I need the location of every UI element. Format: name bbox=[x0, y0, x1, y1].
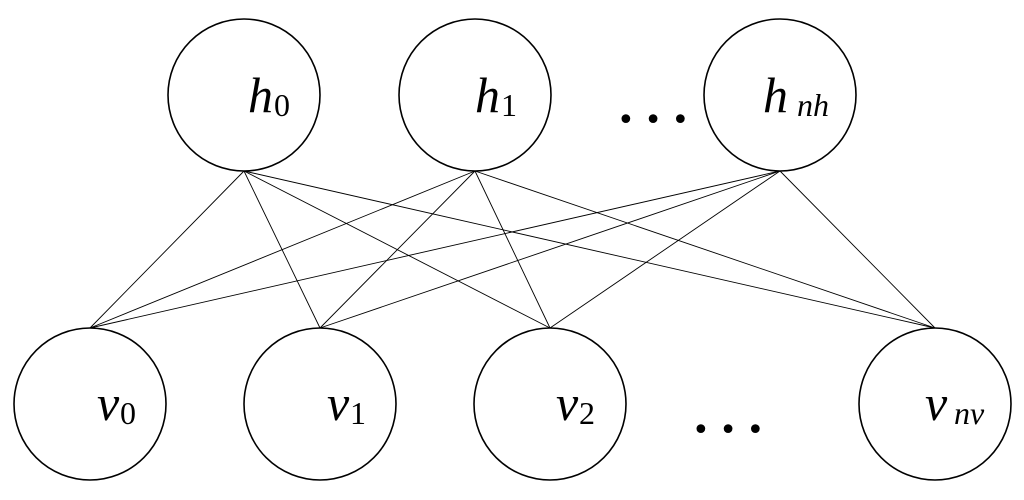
h0-letter: h bbox=[248, 67, 273, 123]
visible-node-vnv: v nv bbox=[858, 327, 1012, 481]
h1-subscript: 1 bbox=[501, 87, 517, 123]
edge-h0-vnv bbox=[243, 170, 936, 329]
v0-letter: v bbox=[97, 375, 120, 431]
visible-node-v1: v 1 bbox=[243, 327, 397, 481]
hidden-node-hnh: h nh bbox=[703, 18, 857, 172]
visible-node-v0: v 0 bbox=[13, 327, 167, 481]
edge-hnh-v0 bbox=[89, 170, 781, 329]
v1-letter: v bbox=[327, 375, 350, 431]
hidden-node-h0: h 0 bbox=[167, 18, 321, 172]
edge-h1-v1 bbox=[319, 170, 476, 329]
hidden-node-h1: h 1 bbox=[398, 18, 552, 172]
edge-h0-v0 bbox=[89, 170, 245, 329]
h1-letter: h bbox=[475, 67, 500, 123]
connections bbox=[89, 170, 936, 329]
hidden-ellipsis: • • • bbox=[617, 103, 689, 138]
v1-subscript: 1 bbox=[350, 395, 366, 431]
vnv-subscript: nv bbox=[954, 395, 985, 431]
edge-h1-vnv bbox=[474, 170, 936, 329]
h0-subscript: 0 bbox=[274, 87, 290, 123]
v0-subscript: 0 bbox=[120, 395, 136, 431]
edge-h1-v2 bbox=[474, 170, 551, 329]
edge-hnh-v1 bbox=[319, 170, 781, 329]
edge-hnh-vnv bbox=[779, 170, 936, 329]
v2-letter: v bbox=[556, 375, 579, 431]
hnh-letter: h bbox=[763, 67, 788, 123]
edge-h1-v0 bbox=[89, 170, 476, 329]
hnh-subscript: nh bbox=[797, 87, 829, 123]
v2-subscript: 2 bbox=[579, 395, 595, 431]
edge-hnh-v2 bbox=[549, 170, 781, 329]
vnv-letter: v bbox=[925, 375, 948, 431]
visible-node-v2: v 2 bbox=[473, 327, 627, 481]
visible-ellipsis: • • • bbox=[692, 413, 764, 448]
